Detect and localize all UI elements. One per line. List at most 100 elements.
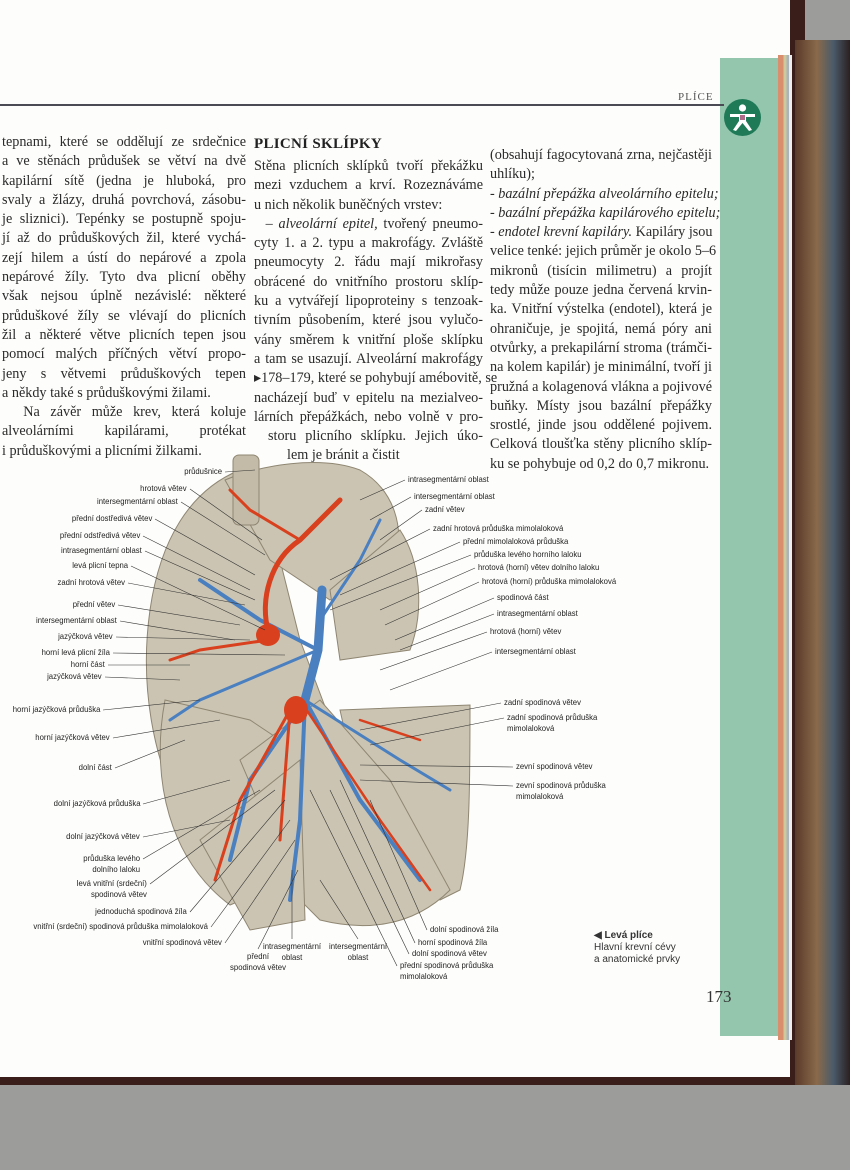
leader-line bbox=[339, 779, 416, 944]
chapter-tab bbox=[720, 58, 778, 1036]
label-line: průdušnice bbox=[184, 466, 222, 476]
label-line: intrasegmentární oblast bbox=[408, 474, 489, 484]
text-segment: ka. Vnitřní výstelka (endotel), která je bbox=[490, 301, 712, 318]
label-line: dolní spodinová větev bbox=[412, 948, 487, 958]
text-line: jí až do průduškových žil, které vychá- bbox=[2, 229, 246, 248]
figure-label-left: přední odstředivá větev bbox=[60, 530, 140, 541]
text-line: - bazální přepážka alveolárního epitelu; bbox=[490, 185, 719, 204]
leader-line bbox=[142, 819, 231, 838]
leader-line bbox=[369, 799, 428, 931]
text-segment: nepárové žíly. Tyto dva plicní oběhy bbox=[2, 269, 246, 286]
text-line: ohraničuje, je spojitá, nemá póry ani bbox=[490, 320, 712, 339]
label-line: spodinová větev bbox=[230, 962, 286, 972]
text-segment: – bbox=[254, 215, 279, 232]
text-line: Celková tloušťka stěny plicního sklíp- bbox=[490, 435, 712, 454]
label-line: zadní spodinová průduška bbox=[507, 712, 598, 722]
leader-line bbox=[329, 789, 410, 955]
text-line: pružná a kolagenová vlákna a pojivové bbox=[490, 378, 712, 397]
figure-label-right: intrasegmentární oblast bbox=[497, 608, 578, 619]
text-line: u nich několik buněčných vrstev: bbox=[254, 196, 483, 215]
text-segment: otvůrky, a prekapilární stroma (trámči- bbox=[490, 339, 712, 356]
text-segment: žil a některé větve plicních tepen jsou bbox=[2, 326, 246, 343]
text-line: storu plicního sklípku. Jejich úko- bbox=[254, 427, 483, 446]
figure-label-right: přední mimolaloková průduška bbox=[463, 536, 568, 547]
label-line: intrasegmentární oblast bbox=[497, 608, 578, 618]
leader-line bbox=[142, 779, 231, 805]
text-segment: kapilární sítě (jedna je hluboká, pro bbox=[2, 172, 246, 189]
text-segment: ▸178–179, které se pohybují amébovitě, s… bbox=[254, 370, 498, 387]
label-line: jazýčková větev bbox=[58, 631, 113, 641]
arteries bbox=[168, 488, 432, 892]
figure-label-right: hrotová (horní) průduška mimolaloková bbox=[482, 576, 616, 587]
leader-line bbox=[115, 636, 251, 641]
text-line: lem je bránit a čistit bbox=[254, 446, 483, 465]
leader-line bbox=[379, 631, 488, 671]
text-segment: lárních přepážkách, nebo volně v pro- bbox=[254, 408, 483, 425]
figure-label-left: dolní část bbox=[79, 762, 112, 773]
leader-line bbox=[384, 581, 480, 626]
page-number: 173 bbox=[706, 987, 732, 1006]
label-line: zadní větev bbox=[425, 504, 465, 514]
text-segment: velice tenké: jejich průměr je okolo 5–6 bbox=[490, 243, 717, 260]
text-segment: alveolárními kapilárami, protékat bbox=[2, 423, 246, 440]
text-line: (obsahují fagocytovaná zrna, nejčastěji bbox=[490, 146, 712, 165]
leader-line bbox=[224, 839, 296, 944]
pulmonary-artery-bulb bbox=[256, 624, 280, 646]
leader-line bbox=[180, 501, 266, 556]
text-line: a někdy také s průduškovými žilami. bbox=[2, 384, 246, 403]
leader-line bbox=[359, 764, 514, 768]
text-segment: průduškové žíly se vlévají do plicních bbox=[2, 307, 246, 324]
text-line: vány směrem k vnitřní ploše sklípku bbox=[254, 331, 483, 350]
label-line: hrotová větev bbox=[140, 483, 187, 493]
label-line: vnitřní spodinová větev bbox=[142, 937, 222, 947]
label-line: intrasegmentární oblast bbox=[61, 545, 142, 555]
text-segment: na kolem kapilár) je minimální, tvoří ji bbox=[490, 359, 712, 376]
section-heading: PLICNÍ SKLÍPKY bbox=[254, 136, 382, 152]
figure-label-right: hrotová (horní) větev dolního laloku bbox=[478, 562, 599, 573]
label-line: zevní spodinová větev bbox=[516, 761, 593, 771]
next-pages-edge bbox=[795, 40, 850, 1085]
label-line: spodinová část bbox=[497, 592, 549, 602]
figure-label-left: levá vnitřní (srdeční)spodinová větev bbox=[77, 878, 147, 900]
leader-line bbox=[114, 739, 186, 769]
caption-line-1: Hlavní krevní cévy bbox=[594, 942, 676, 953]
label-line: přední mimolaloková průduška bbox=[463, 536, 569, 546]
text-segment: tivním působením, které jsou vylučo- bbox=[254, 312, 483, 329]
italic-text: - bazální přepážka kapilárového epitelu; bbox=[490, 204, 721, 221]
label-line: dolní jazýčková větev bbox=[66, 831, 140, 841]
leader-line bbox=[102, 699, 201, 711]
text-line: jeny s větvemi průduškových tepen bbox=[2, 365, 246, 384]
text-segment: buňky. Místy jsou bazální přepážky bbox=[490, 397, 712, 414]
basal-segment bbox=[199, 758, 306, 931]
leader-line bbox=[119, 620, 236, 641]
leader-line bbox=[399, 613, 495, 651]
label-line: spodinová větev bbox=[91, 889, 147, 899]
text-line: srostlé, jinde jsou oddělené pojivem. bbox=[490, 416, 712, 435]
figure-label-left: levá plicní tepna bbox=[72, 560, 128, 571]
text-line: tepnami, které se oddělují ze srdečnice bbox=[2, 133, 246, 152]
text-line: lárních přepážkách, nebo volně v pro- bbox=[254, 408, 483, 427]
text-line: otvůrky, a prekapilární stroma (trámči- bbox=[490, 339, 712, 358]
text-segment: srostlé, jinde jsou oddělené pojivem. bbox=[490, 417, 712, 434]
leader-line bbox=[104, 676, 181, 681]
figure-label-right: intersegmentární oblast bbox=[414, 491, 495, 502]
text-line: buňky. Místy jsou bazální přepážky bbox=[490, 397, 712, 416]
text-segment: tedy může pouze jedna červená krvin- bbox=[490, 282, 712, 299]
text-segment: pomocí malých příčných větví propo- bbox=[2, 346, 246, 363]
text-line: – alveolární epitel, tvořený pneumo- bbox=[254, 215, 483, 234]
label-line: intersegmentární oblast bbox=[495, 646, 576, 656]
text-segment: pružná a kolagenová vlákna a pojivové bbox=[490, 378, 712, 395]
leader-line bbox=[339, 541, 461, 596]
text-segment: uhlíku); bbox=[490, 166, 535, 183]
text-line: tedy může pouze jedna červená krvin- bbox=[490, 281, 712, 300]
text-segment: svaly a žlázy, druhá povrchová, zásobu- bbox=[2, 191, 246, 208]
text-segment: a tam se usazují. Alveolární makrofágy bbox=[254, 350, 483, 367]
leader-line bbox=[117, 604, 241, 626]
text-segment: mezi vzduchem a krví. Rozeznáváme bbox=[254, 177, 483, 194]
upper-posterior-segment bbox=[329, 529, 420, 661]
